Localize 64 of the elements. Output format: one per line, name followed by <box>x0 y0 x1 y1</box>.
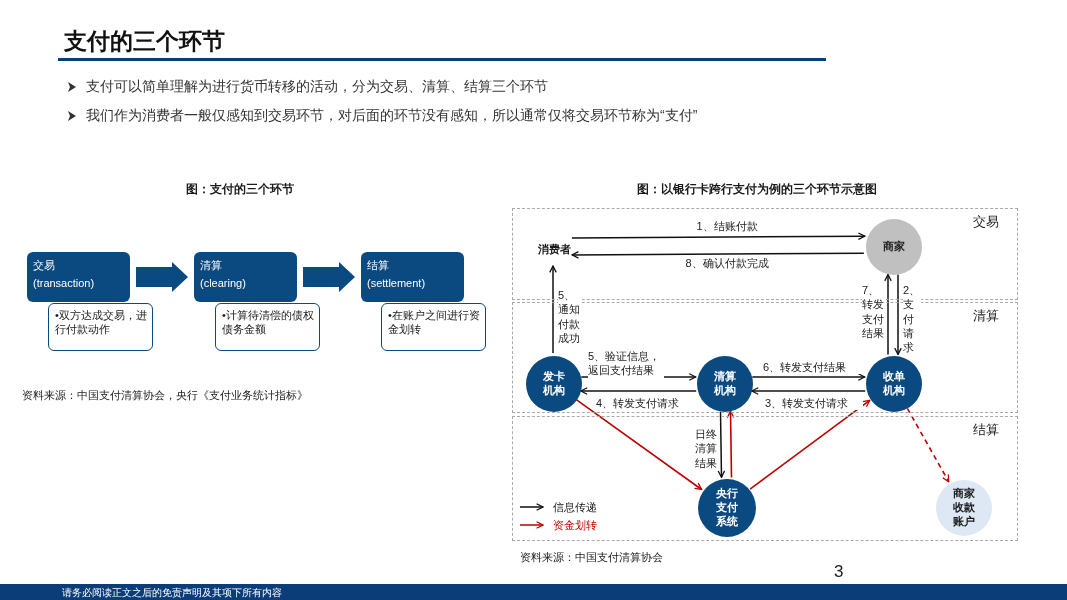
arrow <box>906 407 950 483</box>
node-title: 清算机构 <box>713 370 737 398</box>
node-title: •计算待清偿的债权债务金额 <box>222 309 315 337</box>
node-title: 交易 <box>33 258 56 273</box>
edge-label: 5、通知付款成功 <box>558 288 582 346</box>
arrow <box>884 273 892 356</box>
arrow <box>726 410 735 479</box>
arrow <box>580 387 697 395</box>
node-title: •在账户之间进行资金划转 <box>388 309 481 337</box>
node-title: 央行支付系统 <box>715 487 739 529</box>
block-arrow <box>303 262 355 292</box>
node-title: 清算 <box>200 258 223 273</box>
edge-label: 2、支付请求 <box>903 283 921 355</box>
edge-label: 日终清算结果 <box>695 427 719 470</box>
note-box <box>381 303 486 351</box>
disclaimer-text: 请务必阅读正文之后的免责声明及其项下所有内容 <box>62 586 282 600</box>
band-title: 交易 <box>973 213 999 231</box>
page-title: 支付的三个环节 <box>64 27 225 56</box>
figure-caption: 图：支付的三个环节 <box>185 181 295 198</box>
node-subtitle: (transaction) <box>33 277 96 289</box>
bullet-text: 我们作为消费者一般仅感知到交易环节，对后面的环节没有感知，所以通常仅将交易环节称为“支付” <box>86 107 698 125</box>
edge-label: 7、转发支付结果 <box>862 283 886 341</box>
note-box <box>48 303 153 351</box>
page-number: 3 <box>834 562 844 582</box>
node-title: 收单机构 <box>882 370 906 398</box>
node-subtitle: (clearing) <box>200 277 247 289</box>
block-arrow <box>136 262 188 292</box>
stage-box <box>27 252 130 302</box>
node-title: 消费者 <box>537 241 571 257</box>
node-title: 发卡机构 <box>542 370 566 398</box>
stage-box <box>194 252 297 302</box>
arrow <box>717 411 726 479</box>
entity-circle <box>526 356 582 412</box>
bullet-text: 支付可以简单理解为进行货币转移的活动，分为交易、清算、结算三个环节 <box>86 78 548 96</box>
legend-text: 信息传递 <box>553 500 597 515</box>
node-title: 结算 <box>367 258 390 273</box>
arrow <box>571 251 865 259</box>
entity-circle <box>936 480 992 536</box>
arrow <box>549 265 557 354</box>
edge-label: 3、转发支付请求 <box>765 396 863 411</box>
entity-circle <box>698 479 756 537</box>
edge-label: 6、转发支付结果 <box>763 360 863 375</box>
entity-circle <box>697 356 753 412</box>
arrow <box>894 273 902 356</box>
note-box <box>215 303 320 351</box>
band-title: 结算 <box>973 421 999 439</box>
arrow <box>751 373 866 381</box>
source-note: 资料来源：中国支付清算协会 <box>520 550 663 565</box>
stage-box <box>361 252 464 302</box>
entity-circle <box>866 219 922 275</box>
node-title: 商家收款账户 <box>952 487 976 529</box>
edge-label: 5、验证信息，返回支付结果 <box>588 349 664 378</box>
arrow <box>571 232 866 241</box>
node-subtitle: (settlement) <box>367 277 427 289</box>
figure-caption: 图：以银行卡跨行支付为例的三个环节示意图 <box>636 181 878 198</box>
arrow <box>751 387 866 395</box>
node-title: •双方达成交易，进行付款动作 <box>55 309 148 337</box>
entity-circle <box>866 356 922 412</box>
legend-text: 资金划转 <box>553 518 597 533</box>
arrow <box>749 399 871 490</box>
node-title: 商家 <box>883 240 905 254</box>
band-title: 清算 <box>973 307 999 325</box>
arrow <box>575 399 703 491</box>
source-note: 资料来源：中国支付清算协会，央行《支付业务统计指标》 <box>22 388 308 403</box>
